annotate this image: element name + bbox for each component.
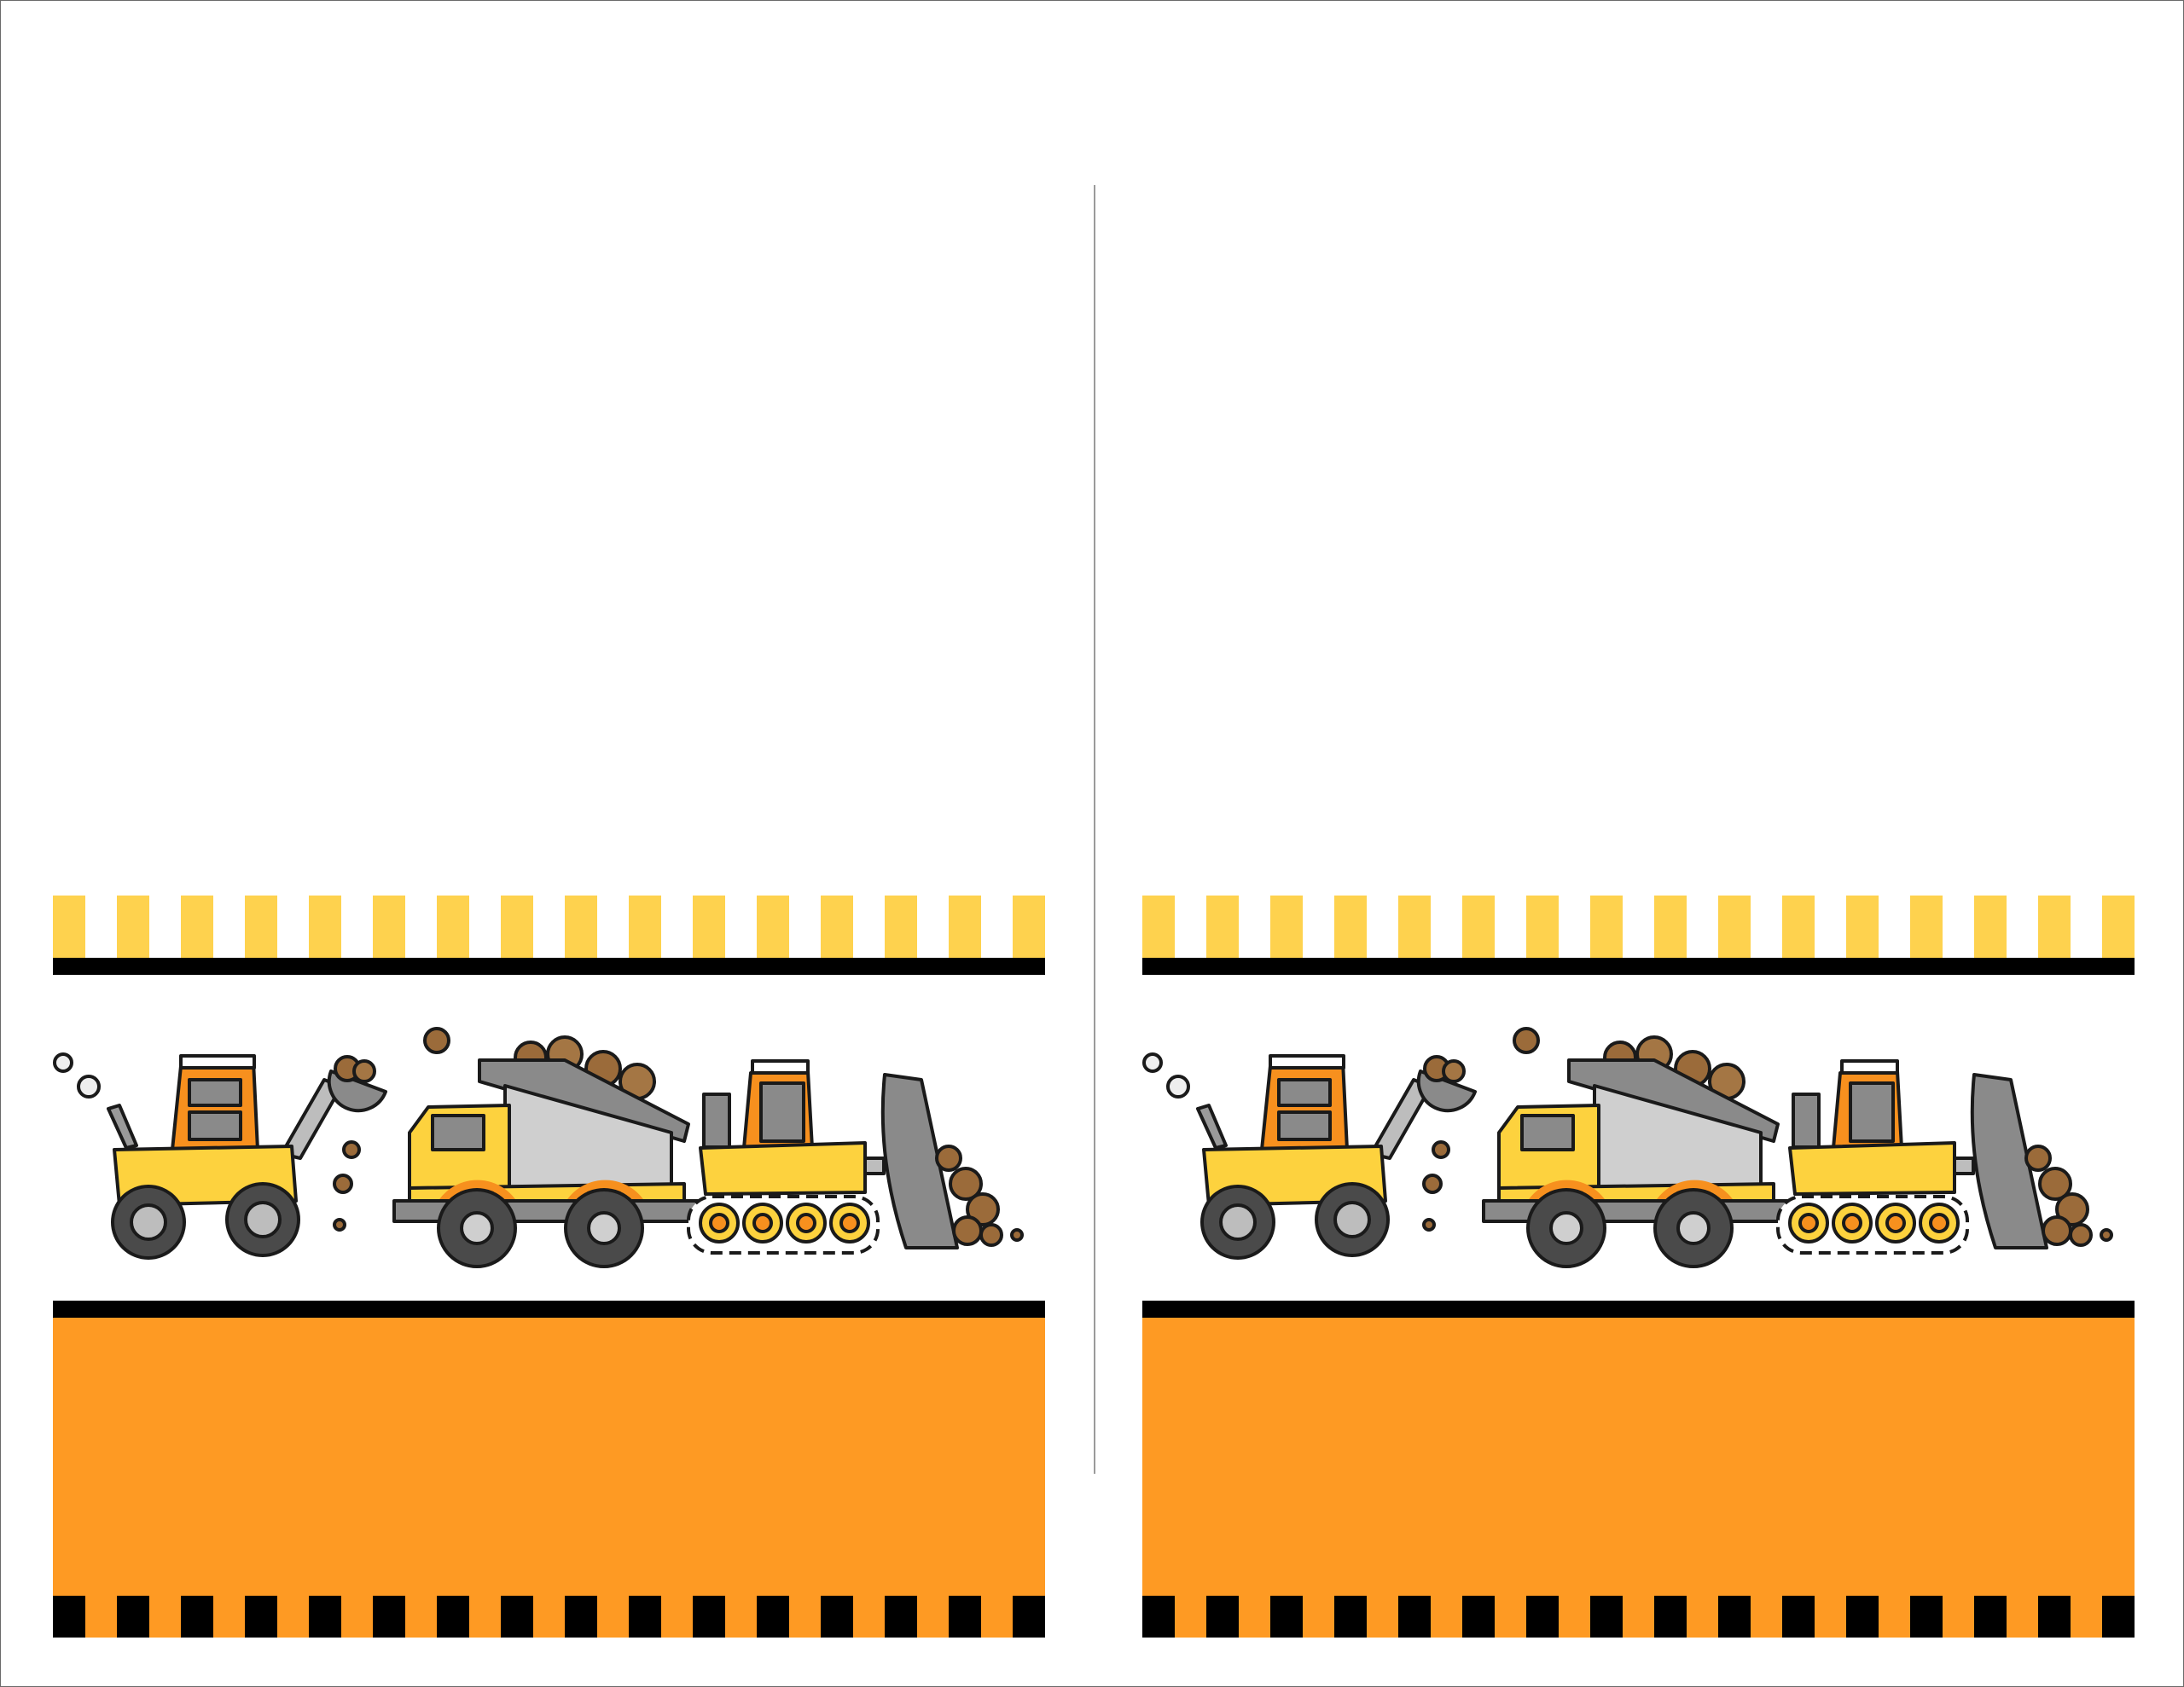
fold-line <box>1094 185 1095 1474</box>
wheel-loader-icon <box>1142 1052 1477 1260</box>
wheel-loader-icon <box>53 1052 387 1260</box>
dump-truck-icon <box>392 1027 703 1268</box>
black-band-middle <box>53 1301 1045 1318</box>
black-checker-band <box>1142 1596 2135 1638</box>
black-band-top <box>53 958 1045 975</box>
bulldozer-icon <box>1776 1059 2113 1255</box>
construction-vehicles-illustration <box>53 1027 1024 1268</box>
orange-panel <box>53 1318 1045 1596</box>
tent-card-left <box>53 896 1045 1638</box>
bulldozer-icon <box>687 1059 1024 1255</box>
black-band-top <box>1142 958 2135 975</box>
yellow-stripe-band <box>1142 896 2135 958</box>
dump-truck-icon <box>1482 1027 1792 1268</box>
black-checker-band <box>53 1596 1045 1638</box>
black-band-middle <box>1142 1301 2135 1318</box>
orange-panel <box>1142 1318 2135 1596</box>
construction-vehicles-illustration <box>1142 1027 2113 1268</box>
tent-card-right <box>1142 896 2135 1638</box>
yellow-stripe-band <box>53 896 1045 958</box>
